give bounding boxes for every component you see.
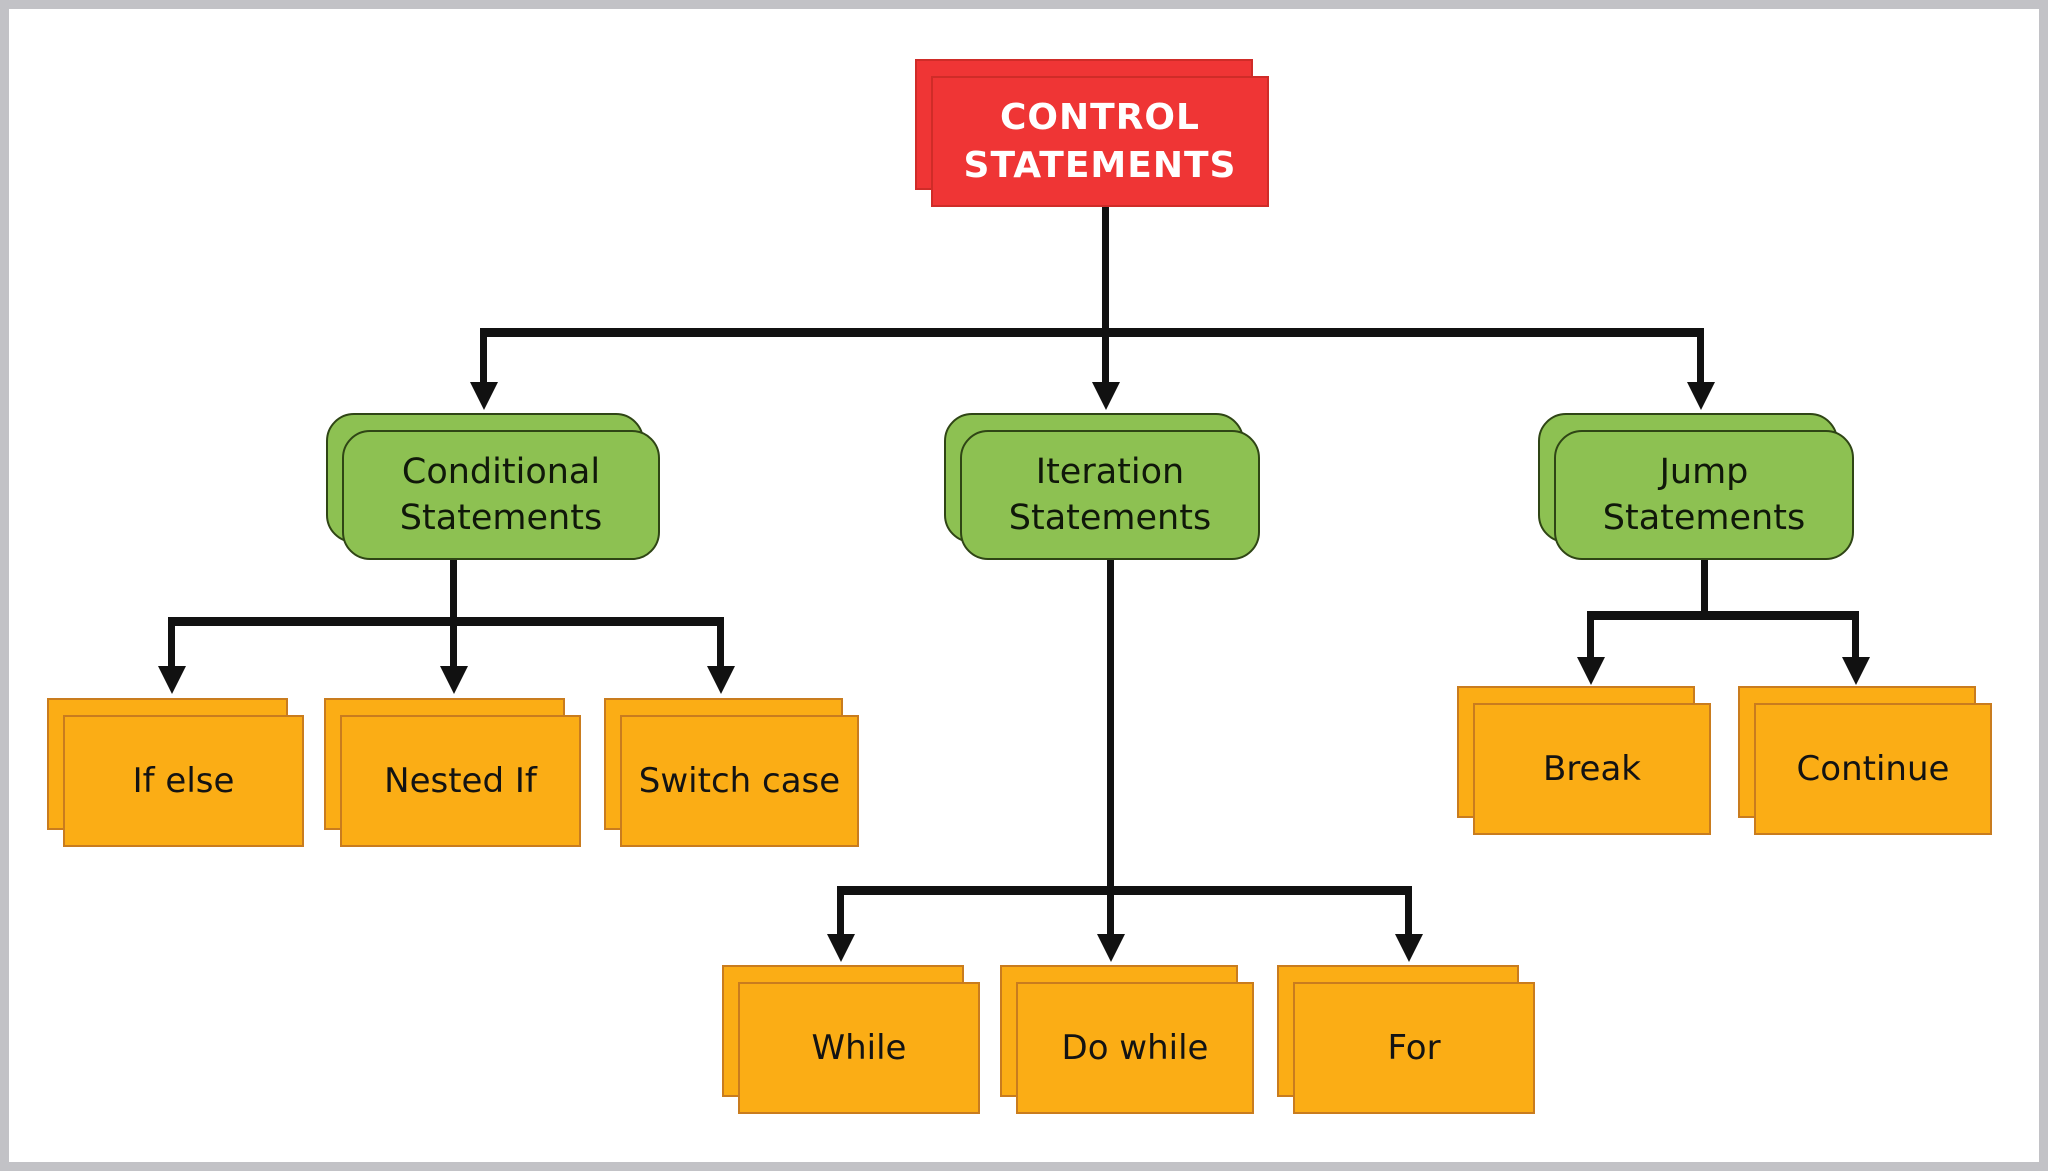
node-label: Switch case	[620, 715, 859, 847]
node-label: Iteration Statements	[960, 430, 1260, 560]
node-label: Nested If	[340, 715, 581, 847]
node-label-line: Iteration	[1035, 451, 1185, 492]
connector-iteration-rail	[837, 886, 1412, 895]
connector-drop-jump	[1697, 332, 1704, 384]
connector-main-rail	[480, 328, 1704, 337]
node-label-line: Nested If	[384, 760, 537, 801]
connector-drop-if-else	[168, 620, 175, 670]
node-jump-statements: Jump Statements	[1538, 413, 1854, 560]
connector-drop-do-while	[1107, 890, 1114, 938]
node-label-line: For	[1387, 1027, 1441, 1068]
node-label: Conditional Statements	[342, 430, 660, 560]
node-label-line: Statements	[399, 498, 603, 538]
connector-drop-continue	[1852, 614, 1859, 660]
node-label: Do while	[1016, 982, 1254, 1114]
arrowhead-down-icon	[1092, 382, 1120, 410]
connector-conditional-rail	[168, 617, 724, 626]
connector-drop-iteration	[1102, 332, 1109, 384]
connector-conditional-stub	[450, 558, 457, 624]
node-nested-if: Nested If	[324, 698, 581, 847]
node-for: For	[1277, 965, 1535, 1114]
connector-jump-rail	[1587, 611, 1859, 620]
node-label-line: Statements	[1008, 498, 1212, 538]
connector-drop-for	[1405, 890, 1412, 938]
arrowhead-down-icon	[1097, 934, 1125, 962]
node-iteration-statements: Iteration Statements	[944, 413, 1260, 560]
arrowhead-down-icon	[470, 382, 498, 410]
arrowhead-down-icon	[827, 934, 855, 962]
node-while: While	[722, 965, 980, 1114]
node-do-while: Do while	[1000, 965, 1254, 1114]
node-label: If else	[63, 715, 304, 847]
node-label-line: CONTROL	[1000, 96, 1200, 138]
node-control-statements: CONTROL STATEMENTS	[915, 59, 1269, 207]
arrowhead-down-icon	[1577, 657, 1605, 685]
node-label: Continue	[1754, 703, 1992, 835]
node-label-line: Jump	[1659, 451, 1749, 492]
node-label-line: Switch case	[638, 760, 841, 801]
arrowhead-down-icon	[158, 666, 186, 694]
node-label-line: Conditional	[401, 451, 601, 492]
connector-drop-while	[837, 890, 844, 938]
node-label: Jump Statements	[1554, 430, 1854, 560]
arrowhead-down-icon	[1395, 934, 1423, 962]
node-label-line: Do while	[1061, 1027, 1209, 1068]
connector-jump-stub	[1701, 558, 1708, 618]
connector-root-trunk	[1102, 205, 1109, 332]
node-if-else: If else	[47, 698, 304, 847]
node-label-line: Break	[1543, 748, 1641, 789]
arrowhead-down-icon	[1687, 382, 1715, 410]
node-label-line: STATEMENTS	[963, 144, 1237, 186]
node-conditional-statements: Conditional Statements	[326, 413, 660, 560]
connector-drop-nested-if	[450, 620, 457, 670]
node-label: While	[738, 982, 980, 1114]
node-label: Break	[1473, 703, 1711, 835]
node-label: For	[1293, 982, 1535, 1114]
node-label-line: While	[811, 1027, 907, 1068]
node-label: CONTROL STATEMENTS	[931, 76, 1269, 207]
connector-drop-break	[1587, 614, 1594, 660]
node-label-line: If else	[132, 760, 235, 801]
node-switch-case: Switch case	[604, 698, 859, 847]
node-label-line: Continue	[1796, 748, 1950, 789]
arrowhead-down-icon	[440, 666, 468, 694]
node-break: Break	[1457, 686, 1711, 835]
node-label-line: Statements	[1602, 498, 1806, 538]
arrowhead-down-icon	[1842, 657, 1870, 685]
arrowhead-down-icon	[707, 666, 735, 694]
connector-drop-switch-case	[717, 620, 724, 670]
connector-drop-conditional	[480, 332, 487, 384]
node-continue: Continue	[1738, 686, 1992, 835]
connector-iteration-trunk	[1107, 558, 1114, 892]
